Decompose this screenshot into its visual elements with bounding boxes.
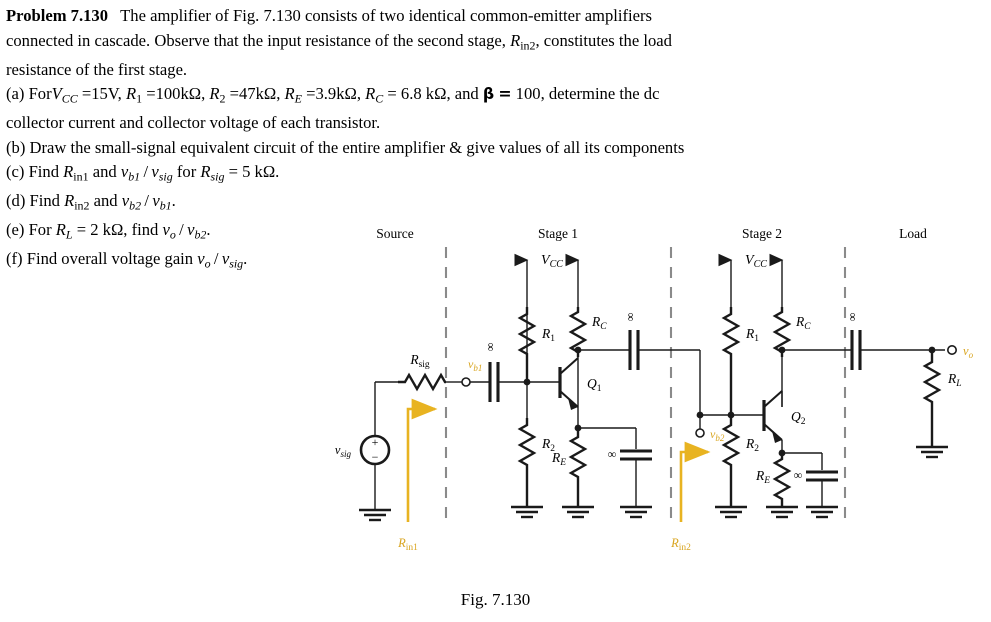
problem-line-8: (d) Find Rin2 and vb2 / vb1. bbox=[6, 191, 176, 213]
stage2-r1-label: R1 bbox=[745, 326, 759, 344]
section-divider-group bbox=[444, 247, 847, 522]
stage2-r1-resistor bbox=[721, 307, 741, 415]
rl-ground bbox=[916, 445, 948, 459]
stage1-vcc-label: VCC bbox=[541, 253, 563, 270]
rin1-arrow bbox=[406, 398, 438, 522]
problem-line-7: (c) Find Rin1 and vb1 / vsig for Rsig = … bbox=[6, 162, 280, 184]
stage2-re-label: RE bbox=[755, 468, 770, 486]
stage1-rc-label: RC bbox=[591, 314, 607, 332]
transistor-q2 bbox=[731, 390, 783, 443]
figure-caption: Fig. 7.130 bbox=[460, 590, 531, 609]
problem-statement: Problem 7.130 The amplifier of Fig. 7.13… bbox=[6, 4, 966, 276]
stage2-re-resistor bbox=[772, 453, 792, 507]
stage1-re-label: RE bbox=[551, 450, 566, 468]
section-label-stage2: Stage 2 bbox=[742, 226, 782, 241]
problem-line-1: Problem 7.130 The amplifier of Fig. 7.13… bbox=[6, 6, 652, 25]
problem-line-5: collector current and collector voltage … bbox=[6, 113, 381, 133]
problem-line-10: (f) Find overall voltage gain vo / vsig. bbox=[6, 249, 248, 271]
rsig-resistor bbox=[398, 372, 447, 392]
stage1-ce-infinity-label: ∞ bbox=[608, 447, 617, 461]
vo-terminal-node bbox=[946, 345, 957, 356]
stage1-bypass-cap bbox=[620, 428, 652, 519]
section-label-source: Source bbox=[376, 226, 414, 241]
source-minus-sign: − bbox=[372, 450, 379, 464]
circuit-diagram: Source Stage 1 Stage 2 Load vsig + − bbox=[335, 226, 974, 553]
cap3-infinity-label: ∞ bbox=[845, 313, 859, 322]
problem-line-3: resistance of the first stage. bbox=[6, 59, 188, 79]
stage2-bypass-cap bbox=[806, 453, 838, 519]
rin1-arrow-group: Rin1 bbox=[397, 398, 438, 553]
problem-label: Problem 7.130 bbox=[6, 6, 109, 25]
stage2-r2-label: R2 bbox=[745, 436, 759, 454]
stage2-vcc-label: VCC bbox=[745, 253, 767, 270]
vb1-label: vb1 bbox=[468, 357, 482, 373]
cap1-infinity-label: ∞ bbox=[483, 343, 497, 352]
q1-label: Q1 bbox=[587, 376, 602, 394]
stage1-re-ground bbox=[562, 505, 594, 519]
problem-line-6: (b) Draw the small-signal equivalent cir… bbox=[6, 137, 685, 157]
vsig-label: vsig bbox=[335, 443, 352, 459]
source-plus-sign: + bbox=[372, 435, 379, 449]
vo-label: vo bbox=[963, 344, 974, 360]
rsig-label: Rsig bbox=[409, 352, 430, 370]
stage1-re-resistor bbox=[568, 428, 588, 507]
rl-resistor bbox=[922, 350, 942, 447]
stage1-r1-resistor bbox=[517, 307, 537, 382]
q2-collector-lead bbox=[763, 390, 783, 408]
stage1-r1-label: R1 bbox=[541, 326, 555, 344]
problem-line-4: (a) ForVCC =15V, R1 =100kΩ, R2 =47kΩ, RE… bbox=[6, 84, 660, 106]
problem-line-2: connected in cascade. Observe that the i… bbox=[6, 30, 672, 52]
rin2-label: Rin2 bbox=[670, 536, 691, 553]
q1-emitter-arrow bbox=[568, 398, 578, 410]
q2-label: Q2 bbox=[791, 409, 806, 427]
vb2-terminal-node bbox=[695, 428, 705, 438]
rin2-arrow-group: Rin2 bbox=[670, 441, 711, 553]
stage2-vcc-rails bbox=[718, 253, 784, 307]
cap2-infinity-label: ∞ bbox=[623, 313, 637, 322]
interstage-coupling-cap bbox=[628, 330, 701, 415]
q1-collector-lead bbox=[559, 357, 579, 375]
transistor-q1 bbox=[558, 357, 579, 410]
section-label-load: Load bbox=[899, 226, 927, 241]
stage2-ce-infinity-label: ∞ bbox=[794, 468, 803, 482]
problem-line-9: (e) For RL = 2 kΩ, find vo / vb2. bbox=[6, 220, 211, 242]
stage1-r2-ground bbox=[511, 505, 543, 519]
vb1-terminal-node bbox=[461, 377, 471, 387]
rin1-label: Rin1 bbox=[397, 536, 418, 553]
stage1-input-coupling-cap bbox=[488, 362, 527, 402]
section-label-stage1: Stage 1 bbox=[538, 226, 578, 241]
stage2-r2-resistor bbox=[721, 418, 741, 507]
stage2-rc-label: RC bbox=[795, 314, 811, 332]
source-network bbox=[359, 381, 398, 522]
q2-emitter-arrow bbox=[772, 431, 782, 443]
stage2-re-ground bbox=[766, 505, 798, 519]
rl-label: RL bbox=[947, 371, 962, 389]
rin2-arrow bbox=[679, 441, 711, 522]
stage2-r2-ground bbox=[715, 505, 747, 519]
stage1-r2-resistor bbox=[517, 418, 537, 507]
